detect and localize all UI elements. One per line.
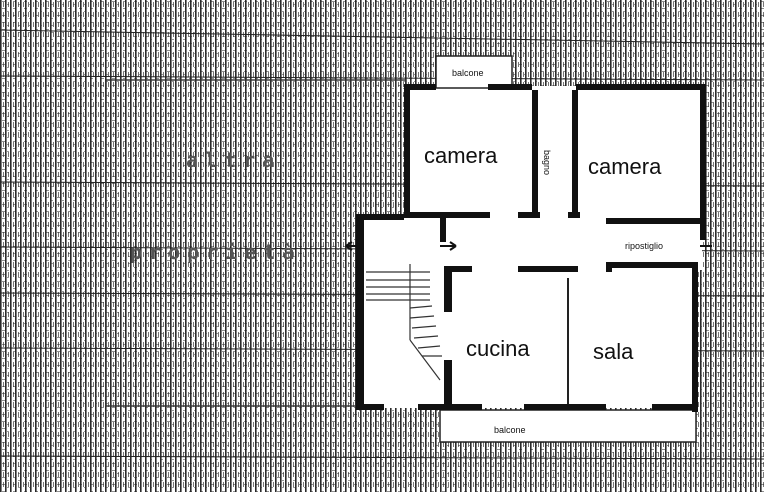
room-label-sala: sala	[593, 339, 634, 364]
staircase	[366, 264, 442, 381]
room-label-ripostiglio: ripostiglio	[625, 241, 664, 251]
entrance-arrows	[345, 241, 712, 251]
room-label-camera-left: camera	[424, 143, 498, 168]
room-label-camera-right: camera	[588, 154, 662, 179]
room-label-balcone-top: balcone	[452, 68, 484, 78]
room-label-balcone-bottom: balcone	[494, 425, 526, 435]
room-label-cucina: cucina	[466, 336, 530, 361]
neighbor-label-line1: altra	[186, 148, 282, 172]
neighbor-label-line2: proprietà	[130, 240, 302, 264]
walls	[356, 84, 706, 412]
room-label-bagno: bagno	[542, 149, 553, 176]
balcony-top-outline	[435, 55, 513, 89]
